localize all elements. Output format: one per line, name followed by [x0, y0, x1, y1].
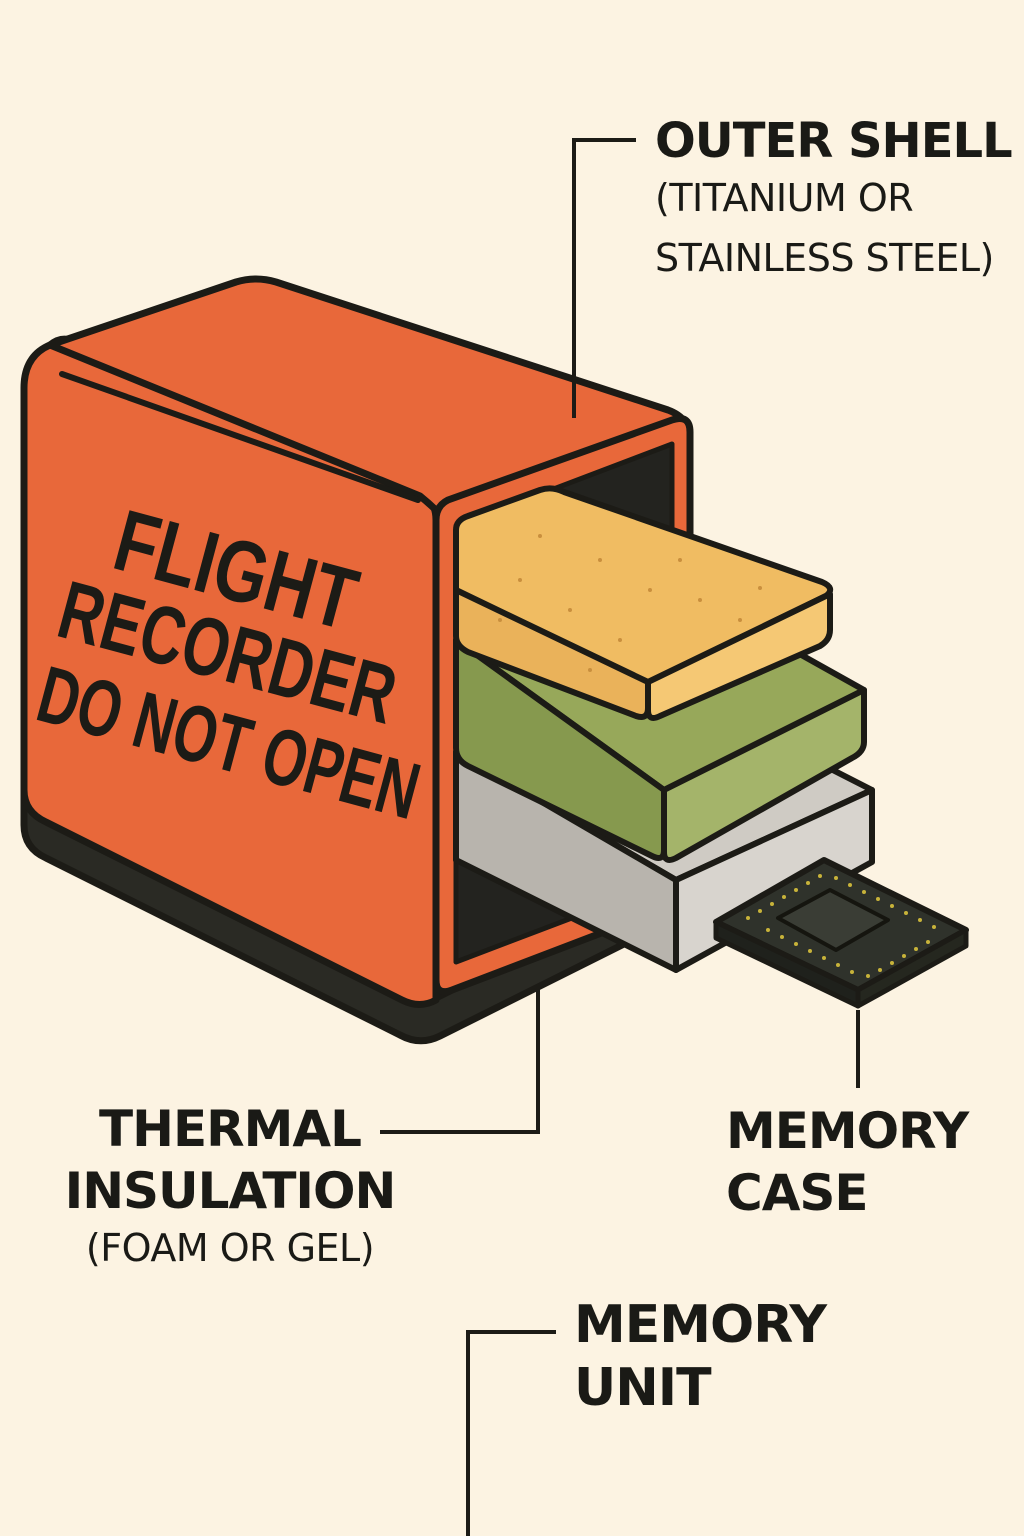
- outer-shell-title: OUTER SHELL: [655, 113, 1013, 169]
- insulation-yellow-side: [645, 591, 833, 721]
- thermal-insulation-title1: THERMAL: [99, 1100, 362, 1158]
- insulation-yellow-layer: [453, 485, 834, 721]
- memory-chip: [713, 857, 969, 1009]
- thermal-insulation-sub: (FOAM OR GEL): [85, 1226, 375, 1270]
- memory-chip-side: [855, 927, 969, 1009]
- memory-chip-die: [776, 888, 890, 952]
- memory-unit-label: MEMORY UNIT: [574, 1294, 827, 1421]
- insulation-green-side: [661, 687, 867, 863]
- outer-shell-sub2: STAINLESS STEEL): [655, 235, 994, 280]
- memory-unit-title2: UNIT: [574, 1358, 712, 1419]
- thermal-insulation-title2: INSULATION: [64, 1162, 397, 1220]
- thermal-insulation-label: THERMAL INSULATION (FOAM OR GEL): [60, 1098, 400, 1273]
- leader-thermal-insulation: [380, 986, 540, 1134]
- memory-case-title2: CASE: [726, 1164, 869, 1222]
- leader-outer-shell: [572, 138, 636, 418]
- outer-shell-sub1: (TITANIUM OR: [655, 176, 914, 221]
- shell-top-edge-line: [59, 371, 421, 503]
- memory-unit-title1: MEMORY: [574, 1295, 827, 1355]
- memory-case-title1: MEMORY: [726, 1102, 969, 1160]
- foam-speckles: [498, 534, 762, 672]
- outer-shell-label: OUTER SHELL (TITANIUM OR STAINLESS STEEL…: [655, 113, 1013, 285]
- memory-case-label: MEMORY CASE: [726, 1100, 969, 1224]
- leader-lines: [380, 138, 860, 1536]
- leader-memory-unit: [466, 1330, 556, 1536]
- memory-chip-pins: [746, 874, 936, 978]
